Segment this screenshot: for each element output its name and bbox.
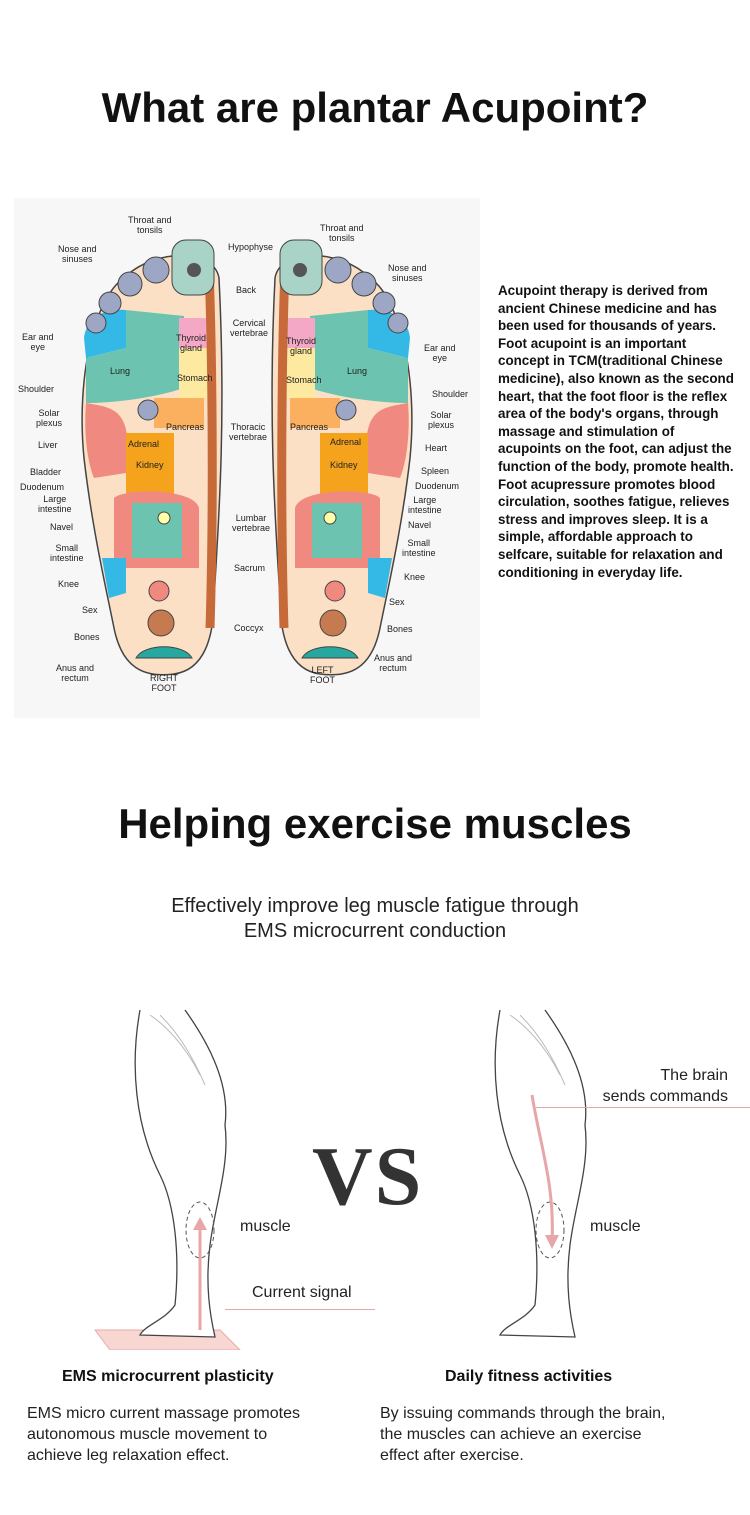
brain-line (536, 1107, 750, 1108)
label-stomach-right: Stomach (177, 373, 213, 383)
label-nose-left-foot: Nose and sinuses (388, 263, 427, 283)
label-liver: Liver (38, 440, 58, 450)
label-stomach-left: Stomach (286, 375, 322, 385)
label-navel-left-foot: Navel (408, 520, 432, 530)
label-thyroid-right: Thyroid gland (176, 333, 207, 353)
label-kidney-left: Kidney (330, 460, 358, 470)
label-bladder: Bladder (30, 467, 62, 477)
label-solar-right-foot: Solar plexus (36, 408, 63, 428)
label-duodenum-left-foot: Duodenum (415, 481, 460, 491)
left-muscle-label: muscle (240, 1218, 291, 1235)
acupoint-description: Acupoint therapy is derived from ancient… (498, 282, 738, 581)
right-leg-illustration (494, 1009, 587, 1338)
label-coccyx: Coccyx (234, 623, 264, 633)
label-left-foot: LEFT FOOT (310, 665, 335, 685)
fitness-description: By issuing commands through the brain, t… (380, 1405, 666, 1464)
fitness-heading: Daily fitness activities (445, 1368, 613, 1385)
label-knee-left-foot: Knee (404, 572, 426, 582)
label-bones-left-foot: Bones (387, 624, 413, 634)
label-thyroid-left: Thyroid gland (286, 336, 317, 356)
label-adrenal-right: Adrenal (128, 439, 160, 449)
label-adrenal-left: Adrenal (330, 437, 362, 447)
ems-heading: EMS microcurrent plasticity (62, 1368, 274, 1385)
label-solar-left-foot: Solar plexus (428, 410, 455, 430)
current-signal-line (225, 1309, 375, 1310)
label-throat-left-foot: Throat and tonsils (320, 223, 364, 243)
section-title-muscles: Helping exercise muscles (118, 800, 632, 847)
section-title-acupoint: What are plantar Acupoint? (101, 84, 649, 131)
label-sacrum: Sacrum (234, 563, 266, 573)
section-subtitle: Effectively improve leg muscle fatigue t… (171, 895, 579, 942)
label-anus-left-foot: Anus and rectum (374, 653, 413, 673)
acupoint-paragraph-2: Foot acupoint is an important concept in… (498, 335, 734, 580)
label-ear-left-foot: Ear and eye (424, 343, 456, 363)
label-throat-right-foot: Throat and tonsils (128, 215, 172, 235)
label-anus-right-foot: Anus and rectum (56, 663, 95, 683)
label-small-intestine-left-foot: Small intestine (402, 538, 436, 558)
label-kidney-right: Kidney (136, 460, 164, 470)
label-cervical: Cervical vertebrae (230, 318, 269, 338)
label-ear-right-foot: Ear and eye (22, 332, 54, 352)
ems-description: EMS micro current massage promotes auton… (27, 1405, 300, 1464)
label-large-intestine-left-foot: Large intestine (408, 495, 442, 515)
acupoint-paragraph-1: Acupoint therapy is derived from ancient… (498, 283, 717, 334)
label-large-intestine-right-foot: Large intestine (38, 494, 72, 514)
label-small-intestine-right-foot: Small intestine (50, 543, 84, 563)
label-pancreas-left: Pancreas (290, 422, 329, 432)
label-sex-left-foot: Sex (389, 597, 405, 607)
label-lumbar: Lumbar vertebrae (232, 513, 271, 533)
left-leg-illustration (94, 1009, 241, 1350)
label-shoulder-left-foot: Shoulder (432, 389, 469, 399)
brain-commands-label: The brain sends commands (602, 1067, 728, 1105)
right-muscle-label: muscle (590, 1218, 641, 1235)
current-signal-label: Current signal (252, 1284, 352, 1301)
label-knee-right-foot: Knee (58, 579, 80, 589)
label-navel-right-foot: Navel (50, 522, 74, 532)
label-sex-right-foot: Sex (82, 605, 98, 615)
label-right-foot: RIGHT FOOT (150, 673, 178, 693)
foot-reflexology-diagram (14, 198, 480, 718)
label-nose-right-foot: Nose and sinuses (58, 244, 97, 264)
label-thoracic: Thoracic vertebrae (229, 422, 268, 442)
label-bones-right-foot: Bones (74, 632, 100, 642)
label-shoulder-right-foot: Shoulder (18, 384, 55, 394)
label-lung-left: Lung (347, 366, 368, 376)
label-hypophyse: Hypophyse (228, 242, 274, 252)
label-pancreas-right: Pancreas (166, 422, 205, 432)
right-foot-figure (81, 239, 223, 676)
label-lung-right: Lung (110, 366, 131, 376)
label-duodenum-right-foot: Duodenum (20, 482, 65, 492)
label-heart: Heart (425, 443, 448, 453)
label-back: Back (236, 285, 257, 295)
vs-text: VS (312, 1130, 424, 1223)
label-spleen: Spleen (421, 466, 450, 476)
